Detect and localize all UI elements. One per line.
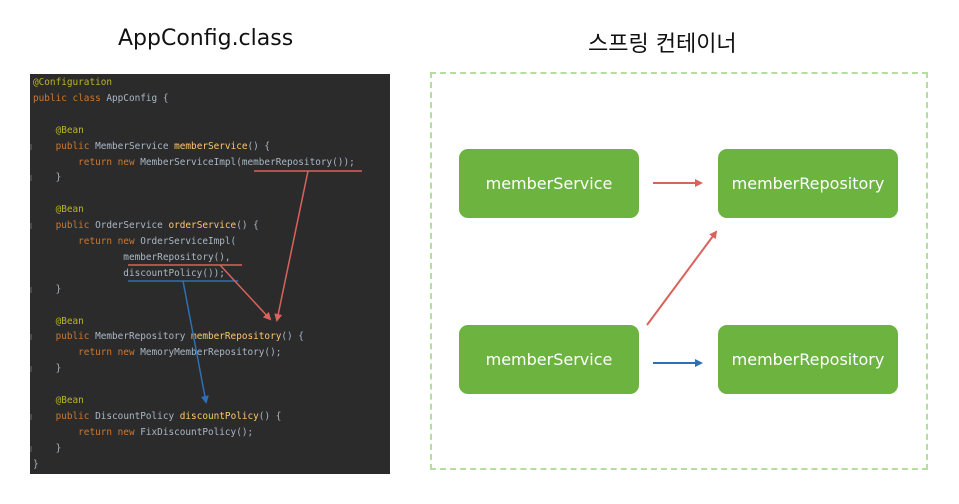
gutter-fold-marker: [30, 286, 32, 293]
code-token: AppConfig {: [106, 92, 169, 104]
code-token: memberRepository(),: [33, 251, 231, 263]
arrow-code-order-service-to-discount: [182, 280, 209, 404]
code-token: discountPolicy: [179, 410, 259, 422]
code-token: DiscountPolicy: [95, 410, 180, 422]
code-line: discountPolicy());: [33, 267, 225, 281]
appconfig-title: AppConfig.class: [118, 26, 294, 51]
code-token: return new: [33, 156, 141, 168]
code-token: }: [33, 442, 62, 454]
gutter-fold-marker: [30, 334, 32, 341]
code-token: @Bean: [33, 204, 84, 216]
code-line: public DiscountPolicy discountPolicy() {: [33, 410, 282, 424]
code-line: return new MemoryMemberRepository();: [33, 346, 281, 360]
spring-container-box: [430, 72, 928, 470]
bean-member-service-top: memberService: [459, 149, 639, 218]
code-line: @Bean: [33, 315, 84, 329]
spring-container-title: 스프링 컨테이너: [588, 32, 737, 57]
code-token: }: [33, 283, 62, 295]
code-line: }: [33, 442, 62, 456]
code-line: }: [33, 362, 62, 376]
code-line: public OrderService orderService() {: [33, 219, 259, 233]
code-token: }: [33, 458, 39, 470]
code-line: @Bean: [33, 203, 84, 217]
code-token: @Bean: [33, 315, 84, 327]
code-line: return new FixDiscountPolicy();: [33, 426, 253, 440]
gutter-fold-marker: [30, 413, 32, 420]
bean-member-repository-top: memberRepository: [718, 149, 898, 218]
code-token: MemberService: [95, 140, 175, 152]
code-line: }: [33, 171, 62, 185]
code-token: memberService: [174, 140, 248, 152]
code-token: }: [33, 363, 62, 375]
code-token: @Configuration: [33, 77, 113, 88]
code-line: return new MemberServiceImpl(memberRepos…: [33, 156, 355, 170]
arrow-code-member-service-to-repository: [274, 170, 309, 322]
code-token: }: [33, 172, 62, 184]
code-token: () {: [236, 220, 259, 232]
code-token: return new: [33, 236, 141, 247]
code-line: }: [33, 283, 62, 297]
code-token: OrderServiceImpl(: [140, 236, 237, 247]
code-token: orderService: [168, 220, 237, 232]
code-token: MemoryMemberRepository();: [140, 347, 282, 359]
code-token: public: [33, 410, 96, 422]
code-line: }: [33, 458, 39, 472]
code-token: () {: [281, 331, 304, 343]
code-line: public MemberService memberService() {: [33, 140, 271, 154]
code-token: @Bean: [33, 395, 84, 406]
code-line: @Bean: [33, 124, 84, 138]
code-line: public MemberRepository memberRepository…: [33, 330, 304, 344]
gutter-fold-marker: [30, 223, 32, 230]
bean-member-repository-bottom: memberRepository: [718, 325, 898, 394]
code-editor-panel: @Configuration public class AppConfig { @…: [30, 74, 390, 474]
code-token: FixDiscountPolicy();: [140, 426, 254, 438]
code-token: () {: [247, 140, 271, 152]
code-token: MemberServiceImpl(memberRepository());: [140, 156, 355, 168]
code-token: @Bean: [33, 124, 84, 136]
arrow-bottom-service-to-top-repository: [646, 230, 718, 326]
code-token: public: [33, 220, 96, 232]
code-token: () {: [258, 410, 282, 422]
code-line: memberRepository(),: [33, 251, 231, 265]
gutter-fold-marker: [30, 366, 32, 373]
code-token: public class: [33, 92, 107, 104]
code-token: return new: [33, 426, 141, 438]
code-token: discountPolicy());: [33, 267, 225, 279]
code-line: @Bean: [33, 394, 84, 408]
code-token: public: [33, 331, 96, 343]
gutter-fold-marker: [30, 175, 32, 182]
code-token: memberRepository: [191, 331, 282, 343]
code-token: OrderService: [95, 220, 169, 232]
code-token: public: [33, 140, 96, 152]
code-line: public class AppConfig {: [33, 92, 168, 106]
bean-member-service-bottom: memberService: [459, 325, 639, 394]
code-token: MemberRepository: [95, 331, 192, 343]
code-token: return new: [33, 347, 141, 359]
code-line: return new OrderServiceImpl(: [33, 235, 236, 249]
gutter-fold-marker: [30, 143, 32, 150]
gutter-fold-marker: [30, 445, 32, 452]
code-line: @Configuration: [33, 76, 112, 90]
arrow-code-order-service-to-repository: [219, 264, 272, 321]
